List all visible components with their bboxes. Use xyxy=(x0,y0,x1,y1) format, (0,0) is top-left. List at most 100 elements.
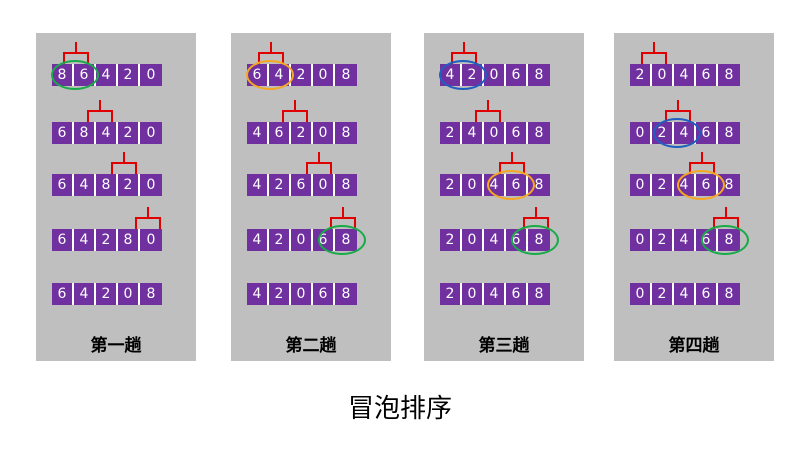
array-cell: 0 xyxy=(313,174,335,196)
array-cell: 4 xyxy=(96,122,118,144)
array-cell: 0 xyxy=(118,283,140,305)
array-cell: 2 xyxy=(118,174,140,196)
compare-bracket xyxy=(111,152,137,174)
compare-bracket xyxy=(689,152,715,174)
array-cell: 0 xyxy=(484,122,506,144)
array-cell: 2 xyxy=(269,174,291,196)
array-cell: 0 xyxy=(140,229,162,251)
array-cell: 6 xyxy=(269,122,291,144)
array-cell: 2 xyxy=(269,229,291,251)
array-cell: 2 xyxy=(269,283,291,305)
compare-bracket xyxy=(330,207,356,229)
array-cell: 4 xyxy=(674,64,696,86)
array-cell: 6 xyxy=(52,122,74,144)
compare-bracket xyxy=(282,100,308,122)
compare-bracket xyxy=(63,42,89,64)
array-cell: 4 xyxy=(96,64,118,86)
compare-bracket xyxy=(135,207,161,229)
swap-highlight-ring xyxy=(51,60,99,90)
array-cell: 0 xyxy=(630,229,652,251)
array-cell: 4 xyxy=(74,229,96,251)
array-cell: 4 xyxy=(462,122,484,144)
array-cell: 2 xyxy=(652,283,674,305)
swap-highlight-ring xyxy=(439,60,487,90)
array-cell: 2 xyxy=(291,122,313,144)
compare-bracket xyxy=(665,100,691,122)
array-cell: 0 xyxy=(462,174,484,196)
array-cell: 6 xyxy=(313,283,335,305)
swap-highlight-ring xyxy=(487,170,535,200)
array-cell: 8 xyxy=(528,283,550,305)
array-cell: 6 xyxy=(52,229,74,251)
array-cell: 0 xyxy=(140,174,162,196)
swap-highlight-ring xyxy=(701,225,749,255)
array-cell: 2 xyxy=(630,64,652,86)
array-cell: 2 xyxy=(440,229,462,251)
array-cell: 4 xyxy=(247,283,269,305)
compare-bracket xyxy=(523,207,549,229)
compare-bracket xyxy=(451,42,477,64)
array-cell: 4 xyxy=(484,283,506,305)
array-cell: 8 xyxy=(528,122,550,144)
array-cell: 8 xyxy=(718,122,740,144)
array-cell: 8 xyxy=(335,64,357,86)
array-cell: 6 xyxy=(696,283,718,305)
compare-bracket xyxy=(306,152,332,174)
array-cell: 2 xyxy=(291,64,313,86)
array-cell: 2 xyxy=(96,283,118,305)
array-cell: 0 xyxy=(462,283,484,305)
array-cell: 4 xyxy=(674,229,696,251)
array-cell: 4 xyxy=(74,174,96,196)
pass-title: 第一趟 xyxy=(90,336,142,356)
array-cell: 6 xyxy=(52,283,74,305)
compare-bracket xyxy=(499,152,525,174)
array-cell: 6 xyxy=(696,64,718,86)
array-cell: 0 xyxy=(140,64,162,86)
array-cell: 6 xyxy=(696,122,718,144)
array-cell: 6 xyxy=(506,283,528,305)
array-cell: 4 xyxy=(74,283,96,305)
array-cell: 2 xyxy=(118,64,140,86)
compare-bracket xyxy=(258,42,284,64)
array-cell: 0 xyxy=(484,64,506,86)
swap-highlight-ring xyxy=(677,170,725,200)
compare-bracket xyxy=(475,100,501,122)
array-cell: 0 xyxy=(313,64,335,86)
array-cell: 8 xyxy=(118,229,140,251)
array-cell: 2 xyxy=(96,229,118,251)
array-cell: 2 xyxy=(440,122,462,144)
array-cell: 8 xyxy=(96,174,118,196)
array-cell: 0 xyxy=(291,229,313,251)
compare-bracket xyxy=(641,42,667,64)
compare-bracket xyxy=(713,207,739,229)
compare-bracket xyxy=(87,100,113,122)
pass-title: 第三趟 xyxy=(478,336,530,356)
array-cell: 2 xyxy=(118,122,140,144)
array-cell: 0 xyxy=(652,64,674,86)
array-cell: 0 xyxy=(630,122,652,144)
pass-title: 第二趟 xyxy=(285,336,337,356)
array-cell: 4 xyxy=(247,229,269,251)
array-cell: 6 xyxy=(506,122,528,144)
array-cell: 8 xyxy=(335,174,357,196)
array-cell: 4 xyxy=(674,283,696,305)
array-cell: 0 xyxy=(291,283,313,305)
array-cell: 0 xyxy=(630,174,652,196)
array-cell: 4 xyxy=(247,174,269,196)
array-cell: 2 xyxy=(652,174,674,196)
array-cell: 2 xyxy=(440,283,462,305)
swap-highlight-ring xyxy=(653,118,701,148)
